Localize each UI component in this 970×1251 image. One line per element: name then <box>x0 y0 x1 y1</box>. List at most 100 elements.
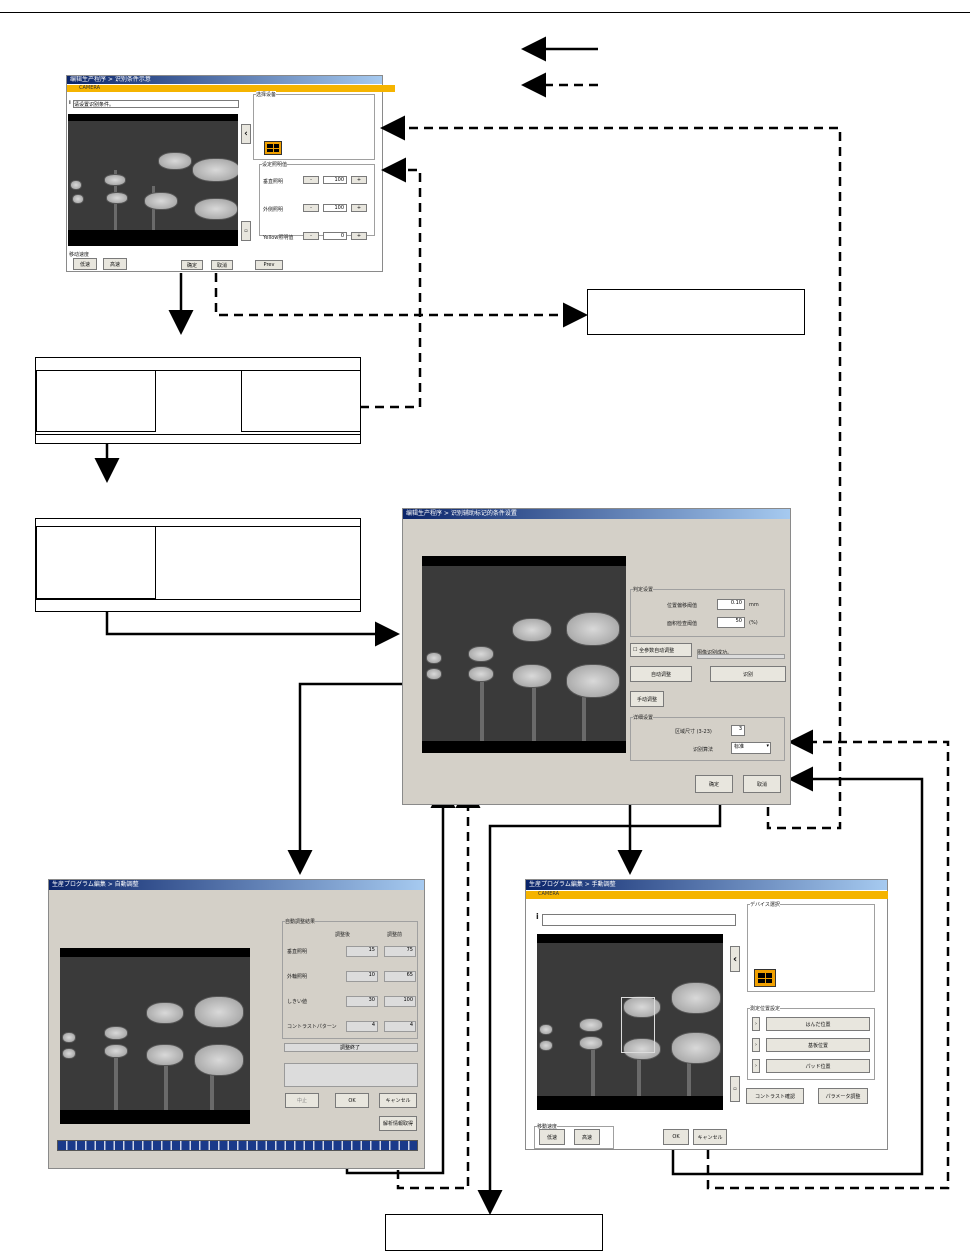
position-select-button[interactable]: › <box>752 1017 760 1031</box>
window-title: 编辑生产程序 > 识别条件示意 <box>67 76 382 84</box>
position-button[interactable]: はんだ位置 <box>766 1017 870 1031</box>
pad <box>468 646 494 662</box>
pad <box>539 1024 553 1035</box>
speed-low-button[interactable]: 低速 <box>73 258 97 270</box>
pad <box>623 1038 661 1060</box>
pad <box>158 152 192 170</box>
lighting-value[interactable]: 100 <box>323 204 347 212</box>
arrow-boxA-to-lighting <box>360 157 422 409</box>
speed-low-button[interactable]: 低速 <box>539 1129 565 1145</box>
judge-group: 判定设置 位置偏移阈值 0.10 mm 面积检查阈值 50 (%) <box>630 586 785 637</box>
pad <box>194 198 238 220</box>
arrow-cancel-to-box <box>214 273 588 328</box>
decrease-button[interactable]: - <box>303 176 319 184</box>
prev-button[interactable]: Prev <box>255 260 283 270</box>
move-speed-group: 移動速度 <box>534 1123 614 1149</box>
cancel-button[interactable]: 取消 <box>211 260 233 270</box>
ok-button[interactable]: 确定 <box>181 260 203 270</box>
pad <box>104 174 126 186</box>
ok-button[interactable]: OK <box>335 1093 369 1108</box>
snapshot-button[interactable]: ▫ <box>730 1076 740 1102</box>
arrow-center-cancel-to-top <box>380 115 842 830</box>
pad <box>194 1044 244 1076</box>
position-button[interactable]: 基板位置 <box>766 1038 870 1052</box>
recognition-result: 图像识别成功。 <box>697 650 733 656</box>
camera-bar: CAMERA <box>67 85 395 92</box>
after-value: 30 <box>346 996 378 1007</box>
move-speed-label: 移动速度 <box>69 252 90 258</box>
flow-box-a-left <box>36 370 156 432</box>
stop-button[interactable]: 中止 <box>285 1093 319 1108</box>
pad <box>146 1002 184 1024</box>
pad <box>539 1040 553 1051</box>
analysis-button[interactable]: 解析情報取得 <box>379 1116 417 1131</box>
pad <box>104 1044 128 1058</box>
contrast-check-button[interactable]: コントラスト確認 <box>746 1088 804 1104</box>
decrease-button[interactable]: - <box>303 204 319 212</box>
pad <box>70 180 82 190</box>
lighting-label: Yellow照明值 <box>263 235 294 241</box>
manual-adjust-button[interactable]: 手动调整 <box>630 691 664 707</box>
selection-rect[interactable] <box>621 997 655 1053</box>
arrow-manual-cancel-return <box>706 729 950 1190</box>
lighting-value[interactable]: 100 <box>323 176 347 184</box>
method-select[interactable]: 标准▾ <box>731 742 771 754</box>
auto-adjust-button[interactable]: 自动调整 <box>630 666 692 682</box>
auto-all-checkbox[interactable]: ☐ 全参数自动调整 <box>630 643 692 657</box>
pad <box>192 158 238 182</box>
position-button[interactable]: パッド位置 <box>766 1059 870 1073</box>
after-value: 15 <box>346 946 378 957</box>
device-icon[interactable] <box>754 969 776 987</box>
device-icon[interactable] <box>264 141 282 155</box>
center-window: 编辑生产程序 > 识别辅助标记的条件设置 判定设置 位置偏移阈值 0.10 mm… <box>402 508 791 805</box>
info-icon: i <box>536 912 539 921</box>
ok-button[interactable]: 确定 <box>695 775 733 793</box>
recognize-button[interactable]: 识别 <box>710 666 786 682</box>
before-value: 75 <box>384 946 416 957</box>
decrease-button[interactable]: - <box>303 232 319 240</box>
info-icon: i <box>69 100 71 106</box>
camera-view <box>422 556 626 753</box>
snapshot-button[interactable]: ▫ <box>241 221 251 241</box>
before-value: 4 <box>384 1021 416 1032</box>
top-window: 编辑生产程序 > 识别条件示意 CAMERA i 请设置识别条件。 ‹ ▫ 选择… <box>66 75 395 272</box>
size-input[interactable]: 3 <box>731 725 745 736</box>
flow-box-b-left <box>36 526 156 599</box>
result-label: 外輪照明 <box>287 974 308 980</box>
window-title: 生産プログラム編集 > 自動調整 <box>49 880 424 890</box>
pad <box>512 618 552 642</box>
position-select-button[interactable]: › <box>752 1038 760 1052</box>
area-threshold-input[interactable]: 50 <box>717 617 745 628</box>
increase-button[interactable]: + <box>351 232 367 240</box>
result-label: 垂直照明 <box>287 949 308 955</box>
pad <box>106 192 128 204</box>
pad <box>104 1026 128 1040</box>
position-select-button[interactable]: › <box>752 1059 760 1073</box>
pad <box>671 982 721 1014</box>
increase-button[interactable]: + <box>351 204 367 212</box>
collapse-button[interactable]: ‹ <box>730 946 740 972</box>
cancel-button[interactable]: 取消 <box>743 775 781 793</box>
pad <box>623 996 661 1018</box>
lighting-value[interactable]: 0 <box>323 232 347 240</box>
window-title: 生産プログラム編集 > 手動調整 <box>526 880 887 890</box>
ok-button[interactable]: OK <box>663 1129 689 1145</box>
camera-bar: CAMERA <box>526 891 888 899</box>
pos-threshold-input[interactable]: 0.10 <box>717 599 745 610</box>
speed-high-button[interactable]: 高速 <box>574 1129 600 1145</box>
cancel-button[interactable]: キャンセル <box>693 1129 727 1145</box>
device-select-group: 选择设备 <box>253 91 375 160</box>
parameter-adjust-button[interactable]: パラメータ調整 <box>818 1088 868 1104</box>
camera-view <box>537 934 723 1110</box>
result-box-right <box>587 289 805 335</box>
speed-high-button[interactable]: 高速 <box>103 258 127 270</box>
result-label: しきい値 <box>287 999 308 1005</box>
cancel-button[interactable]: キャンセル <box>379 1093 417 1108</box>
pad <box>146 1044 184 1066</box>
pad <box>468 666 494 682</box>
result-label: コントラストパターン <box>287 1024 337 1030</box>
pad <box>512 664 552 688</box>
increase-button[interactable]: + <box>351 176 367 184</box>
collapse-button[interactable]: ‹ <box>241 124 251 144</box>
